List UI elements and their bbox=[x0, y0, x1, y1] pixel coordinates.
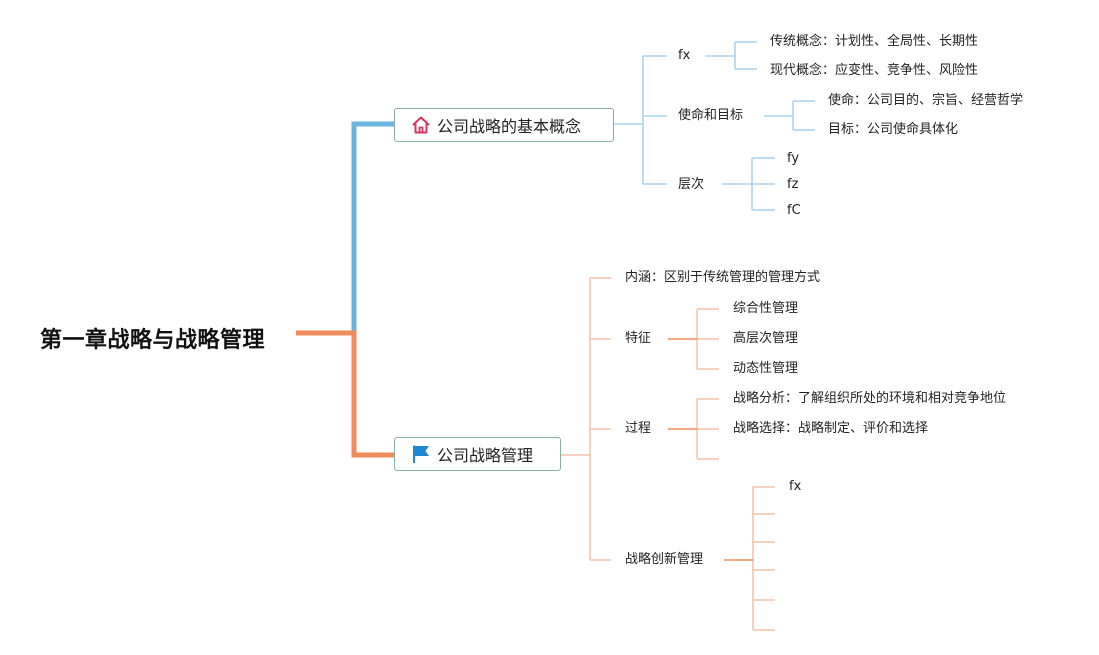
node-connotation[interactable]: 内涵：区别于传统管理的管理方式 bbox=[625, 270, 821, 285]
leaf-modern-concept[interactable]: 现代概念：应变性、竞争性、风险性 bbox=[770, 63, 979, 78]
node-fx[interactable]: fx bbox=[678, 48, 691, 63]
topic-label: 公司战略管理 bbox=[437, 446, 534, 465]
leaf-level-fc[interactable]: fC bbox=[787, 203, 801, 218]
branch2-stems bbox=[668, 338, 753, 561]
leaf-mission[interactable]: 使命：公司目的、宗旨、经营哲学 bbox=[828, 93, 1024, 108]
branch2-connector bbox=[296, 330, 394, 458]
topic-label: 公司战略的基本概念 bbox=[437, 117, 582, 136]
leaf-strategy-analysis[interactable]: 战略分析：了解组织所处的环境和相对竞争地位 bbox=[733, 391, 1007, 406]
home-icon bbox=[411, 115, 431, 135]
leaf-traditional-concept[interactable]: 传统概念：计划性、全局性、长期性 bbox=[770, 34, 979, 49]
root-topic[interactable]: 第一章战略与战略管理 bbox=[40, 328, 266, 353]
flag-icon bbox=[411, 444, 431, 464]
node-innovation[interactable]: 战略创新管理 bbox=[625, 552, 704, 567]
branch1-connector bbox=[296, 121, 394, 336]
node-mission-goals[interactable]: 使命和目标 bbox=[678, 108, 744, 123]
leaf-level-fz[interactable]: fz bbox=[787, 177, 799, 192]
node-process[interactable]: 过程 bbox=[625, 421, 652, 436]
node-levels[interactable]: 层次 bbox=[678, 177, 705, 192]
leaf-high-level[interactable]: 高层次管理 bbox=[733, 331, 799, 346]
leaf-innovation-fx[interactable]: fx bbox=[789, 479, 802, 494]
topic-strategy-management[interactable]: 公司战略管理 bbox=[394, 437, 561, 471]
branch1-sublines bbox=[614, 41, 815, 211]
leaf-comprehensive[interactable]: 综合性管理 bbox=[733, 301, 799, 316]
node-features[interactable]: 特征 bbox=[625, 331, 652, 346]
leaf-goals[interactable]: 目标：公司使命具体化 bbox=[828, 122, 959, 137]
topic-strategy-concept[interactable]: 公司战略的基本概念 bbox=[394, 108, 614, 142]
leaf-level-fy[interactable]: fy bbox=[787, 151, 800, 166]
leaf-strategy-choice[interactable]: 战略选择：战略制定、评价和选择 bbox=[733, 421, 929, 436]
leaf-dynamic[interactable]: 动态性管理 bbox=[733, 361, 799, 376]
